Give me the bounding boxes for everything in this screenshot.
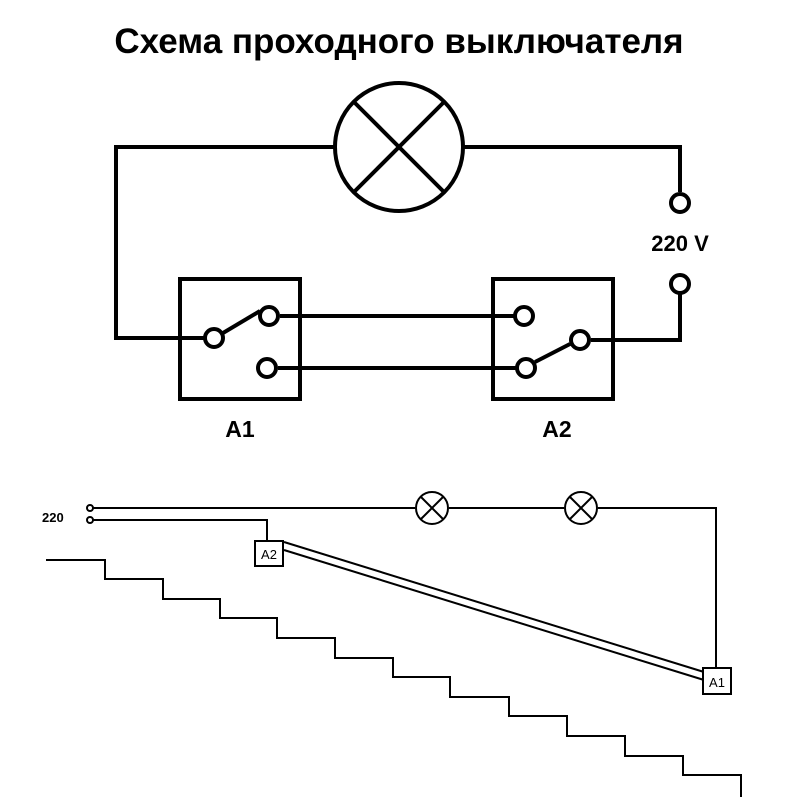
stair-traveler-lower [283,549,705,681]
stair-wire-to-a2 [93,519,268,541]
staircase-outline [46,559,742,797]
stair-schematic [46,491,742,797]
stair-switch-a1-label: A1 [709,675,725,690]
page-title: Схема проходного выключателя [114,22,684,61]
switch-a1-label: A1 [225,416,255,442]
stair-lamp-2-icon [564,491,598,525]
stair-switch-a2-box [254,540,284,567]
stair-wire-to-a1 [598,507,717,668]
wire-lamp-to-a1 [114,145,335,340]
wire-lamp-to-supply [463,145,682,192]
stair-switch-a2-label: A2 [261,547,277,562]
stair-supply-terminal-lower [86,516,94,524]
switch-a1 [178,277,302,401]
supply-terminal-lower [669,273,691,295]
wire-a2-to-supply [591,294,682,342]
lamp-icon [333,81,465,213]
stair-voltage-label: 220 [42,510,64,525]
voltage-label: 220 V [651,231,709,256]
stair-lamp-1-icon [415,491,449,525]
switch-a2-label: A2 [542,416,571,442]
stair-traveler-upper [283,541,705,673]
stair-switch-a1-box [702,667,732,695]
stair-supply-terminal-upper [86,504,94,512]
supply-terminal-upper [669,192,691,214]
switch-a2 [491,277,615,401]
top-schematic [114,81,691,401]
